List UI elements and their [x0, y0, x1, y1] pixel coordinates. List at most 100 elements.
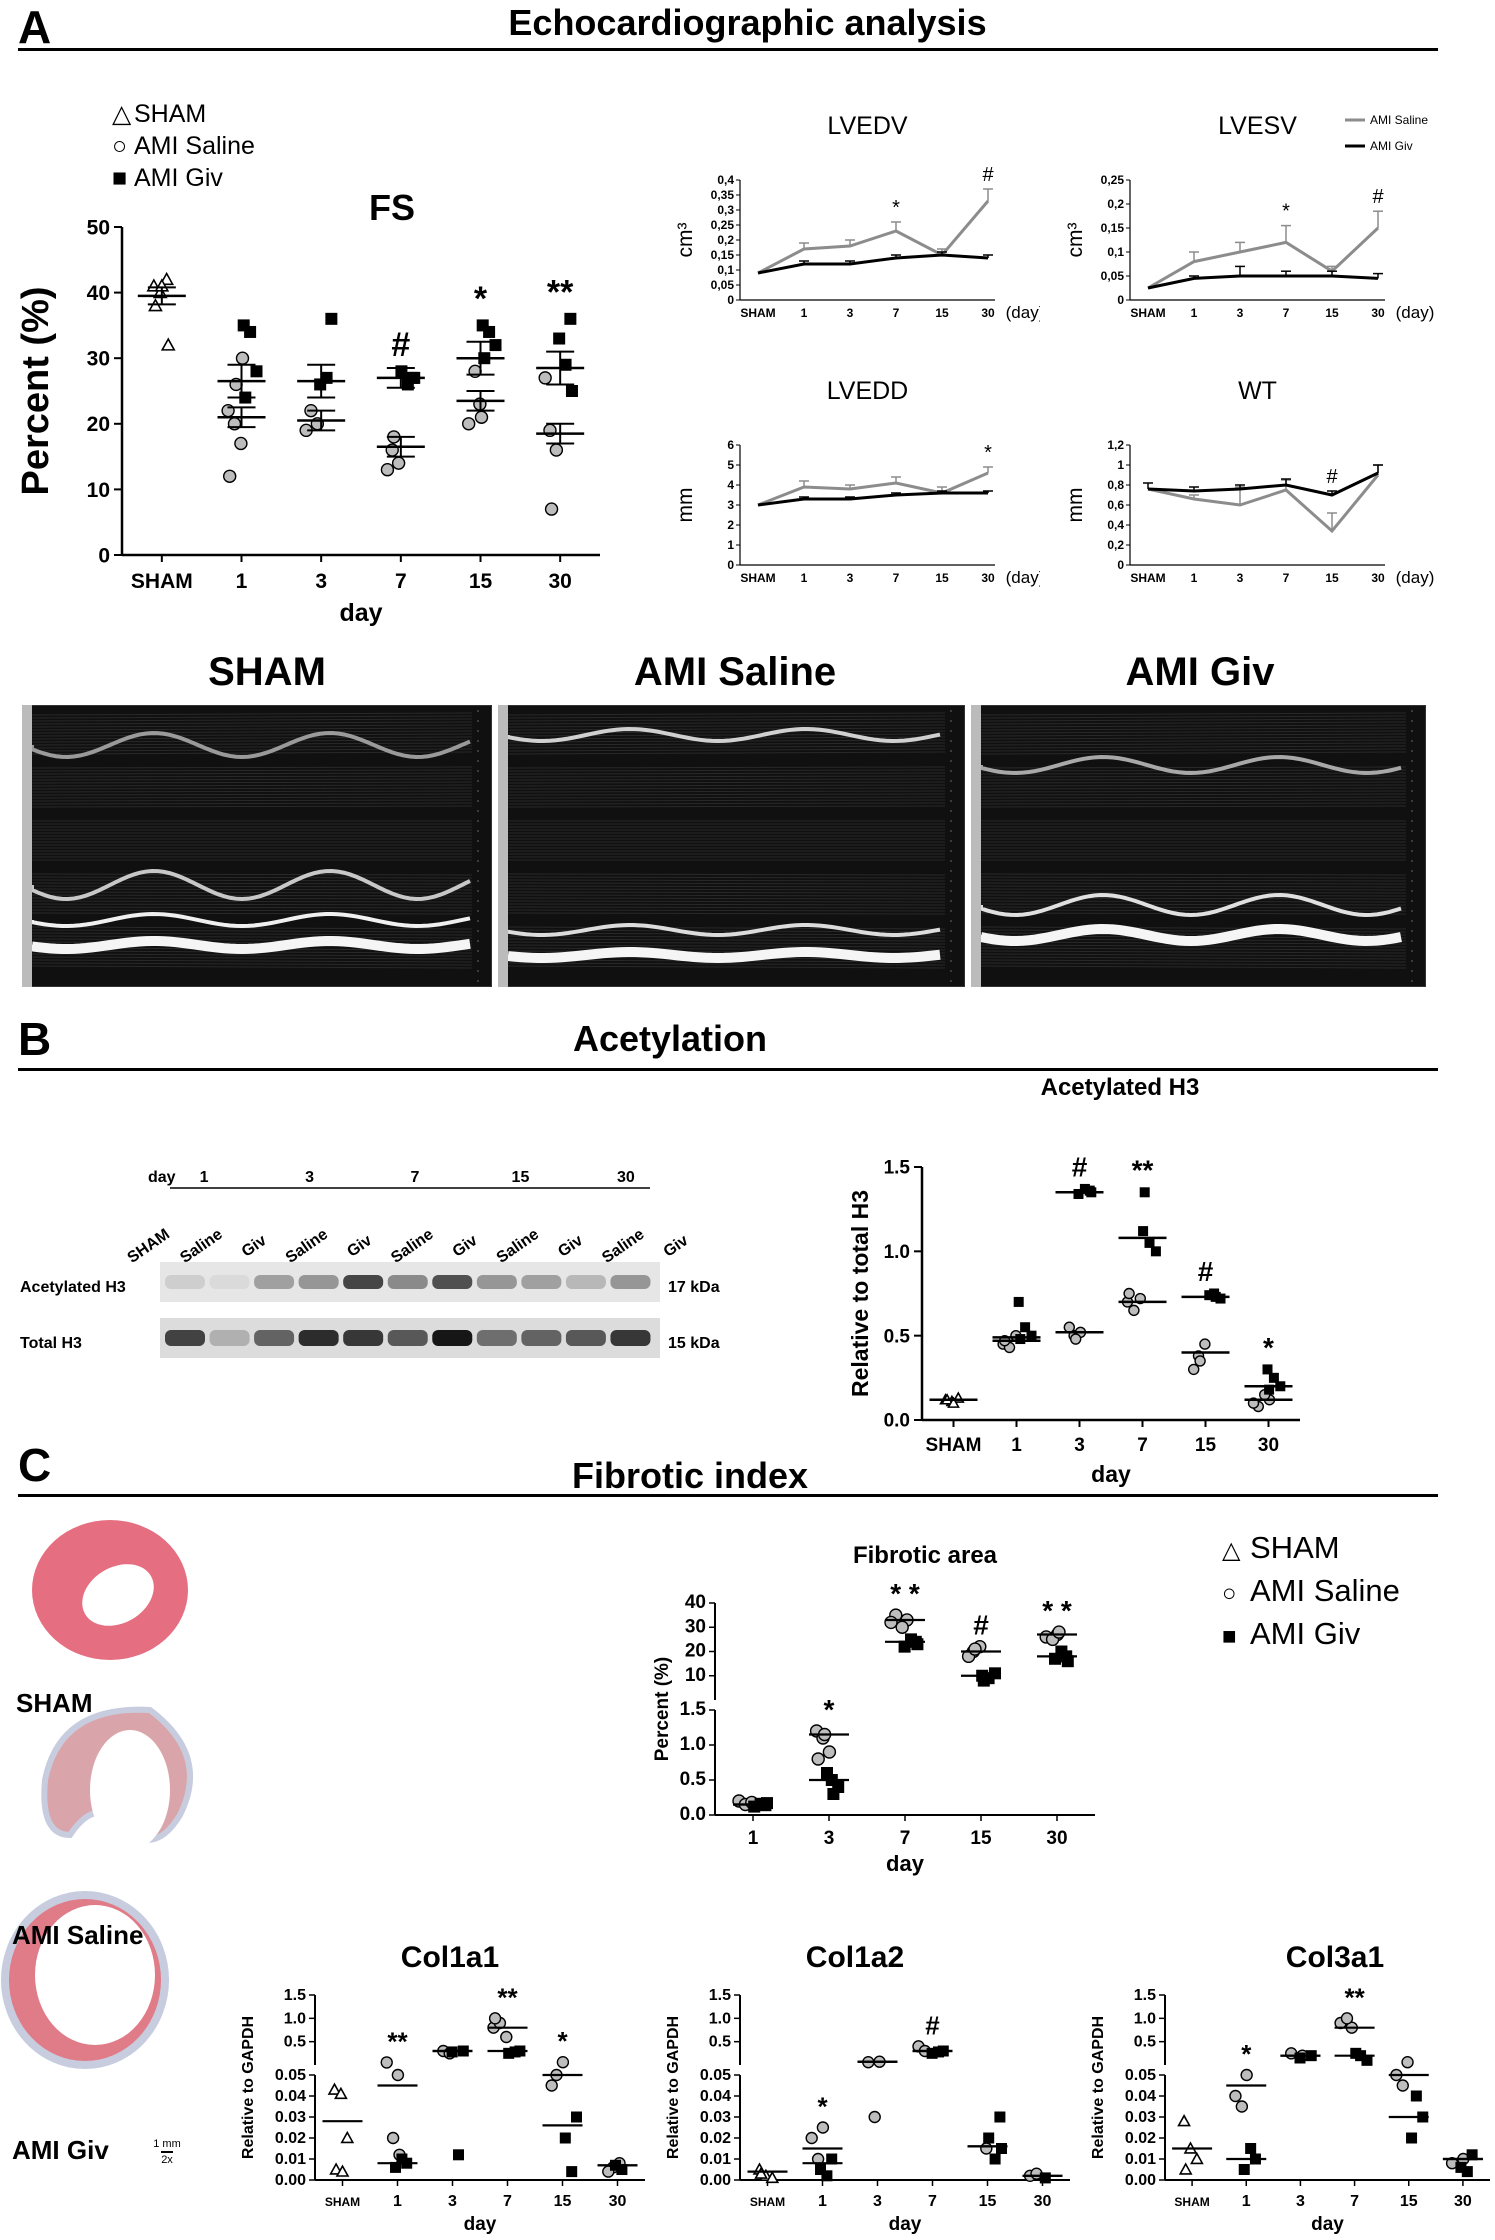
y-tick-label: 0.05	[275, 2067, 306, 2084]
x-tick-label: 3	[1237, 571, 1244, 585]
speckle-line	[31, 793, 473, 796]
speckle-line	[507, 876, 946, 879]
data-point-triangle	[327, 2082, 342, 2095]
speckle-line	[980, 781, 1407, 784]
x-tick-label: 15	[554, 2193, 572, 2210]
speckle-line	[507, 900, 946, 903]
speckle-line	[980, 745, 1407, 749]
legend-label: AMI Saline	[134, 132, 255, 160]
y-tick-label: 0.01	[275, 2151, 306, 2168]
speckle-line	[980, 894, 1407, 897]
speckle-line	[507, 745, 946, 749]
blot-band-acetyl	[209, 1275, 250, 1289]
speckle-line	[507, 909, 946, 912]
y-axis-label: Relative to total H3	[847, 1190, 873, 1397]
data-point-square	[926, 2047, 938, 2059]
blot-day: 30	[617, 1170, 635, 1186]
blot-band-acetyl	[610, 1275, 651, 1289]
data-point-square	[1015, 1334, 1026, 1345]
data-point-square	[396, 2153, 408, 2165]
speckle-line	[507, 941, 946, 945]
speckle-line	[980, 944, 1407, 948]
divider-c	[18, 1494, 1438, 1497]
data-point-square	[1410, 2090, 1422, 2102]
speckle-line	[980, 739, 1407, 743]
histology-sham-lumen	[82, 1564, 154, 1626]
series-line	[757, 253, 989, 275]
data-point-circle	[386, 2131, 400, 2145]
data-point-circle	[235, 351, 250, 365]
data-point-square	[977, 1674, 990, 1687]
data-point-square	[911, 1638, 924, 1651]
speckle-line	[980, 885, 1407, 888]
chart-title: Col1a1	[401, 1941, 499, 1974]
speckle-line	[980, 873, 1407, 876]
data-point-square	[1238, 2164, 1250, 2175]
data-point-square	[983, 2132, 995, 2144]
speckle-line	[980, 959, 1407, 963]
blot-band-acetyl	[165, 1275, 205, 1289]
significance-mark: *	[557, 2026, 568, 2056]
x-tick-label: 7	[928, 2193, 937, 2210]
blot-band-total	[610, 1330, 651, 1346]
x-tick-label: 1	[1191, 306, 1198, 320]
blot-band-total	[343, 1330, 384, 1346]
data-point-square	[571, 2111, 582, 2123]
data-point-square	[564, 312, 577, 325]
y-tick-label: 1.0	[709, 2010, 731, 2027]
y-tick-label: 0.5	[709, 2034, 731, 2051]
data-point-circle	[884, 1615, 898, 1630]
x-tick-label: 7	[395, 570, 407, 593]
blot-band-acetyl	[521, 1275, 562, 1289]
data-point-triangle	[340, 2130, 355, 2144]
speckle-line	[980, 965, 1407, 969]
histology-label-giv: AMI Giv	[12, 2135, 109, 2165]
y-tick-label: 0.04	[275, 2088, 306, 2105]
significance-mark: #	[973, 1610, 989, 1641]
x-tick-label: 3	[1237, 306, 1244, 320]
blot-lane-label: Saline	[177, 1226, 225, 1267]
data-point-square	[1294, 2052, 1306, 2064]
y-tick-label: 40	[685, 1592, 706, 1613]
x-tick-label: 30	[981, 571, 995, 585]
speckle-line	[507, 772, 946, 775]
data-point-circle	[1128, 1304, 1140, 1317]
y-tick-label: 30	[87, 348, 110, 371]
data-point-triangle	[1177, 2114, 1191, 2127]
y-tick-label: 0.01	[1125, 2151, 1156, 2168]
speckle-line	[980, 956, 1407, 960]
y-tick-label: 2	[727, 518, 734, 532]
x-tick-label: 15	[1400, 2193, 1418, 2210]
echo-title-giv: AMI Giv	[1125, 650, 1275, 694]
x-tick-label: 1	[748, 1828, 759, 1849]
y-tick-label: 0,15	[711, 248, 735, 262]
echo-title-sham: SHAM	[208, 650, 326, 694]
y-tick-label: 0.03	[275, 2109, 306, 2126]
data-point-square	[616, 2164, 628, 2175]
blot-row-label: Total H3	[20, 1335, 82, 1352]
data-point-square	[250, 365, 263, 378]
significance-mark: *	[817, 2092, 828, 2122]
speckle-line	[31, 769, 473, 772]
speckle-line	[507, 912, 946, 915]
speckle-line	[507, 796, 946, 799]
data-point-square	[503, 2047, 515, 2059]
x-tick-label: 15	[1325, 306, 1339, 320]
data-point-circle	[1052, 1625, 1066, 1639]
data-point-circle	[556, 2055, 570, 2069]
speckle-line	[507, 766, 946, 769]
y-tick-label: 0.05	[1125, 2067, 1156, 2084]
significance-mark: #	[1372, 186, 1384, 208]
speckle-line	[507, 903, 946, 906]
data-point-circle	[1063, 1321, 1076, 1333]
speckle-line	[980, 805, 1407, 808]
significance-mark: *	[1241, 2039, 1252, 2069]
mmode-image-giv	[971, 705, 1426, 987]
scale-bar-line	[161, 2151, 173, 2153]
x-axis-label: day	[889, 2214, 922, 2235]
data-point-circle	[895, 1620, 909, 1634]
speckle-line	[980, 784, 1407, 787]
blot-row-label: Acetylated H3	[20, 1279, 126, 1296]
histology-sections	[1, 1520, 193, 2069]
